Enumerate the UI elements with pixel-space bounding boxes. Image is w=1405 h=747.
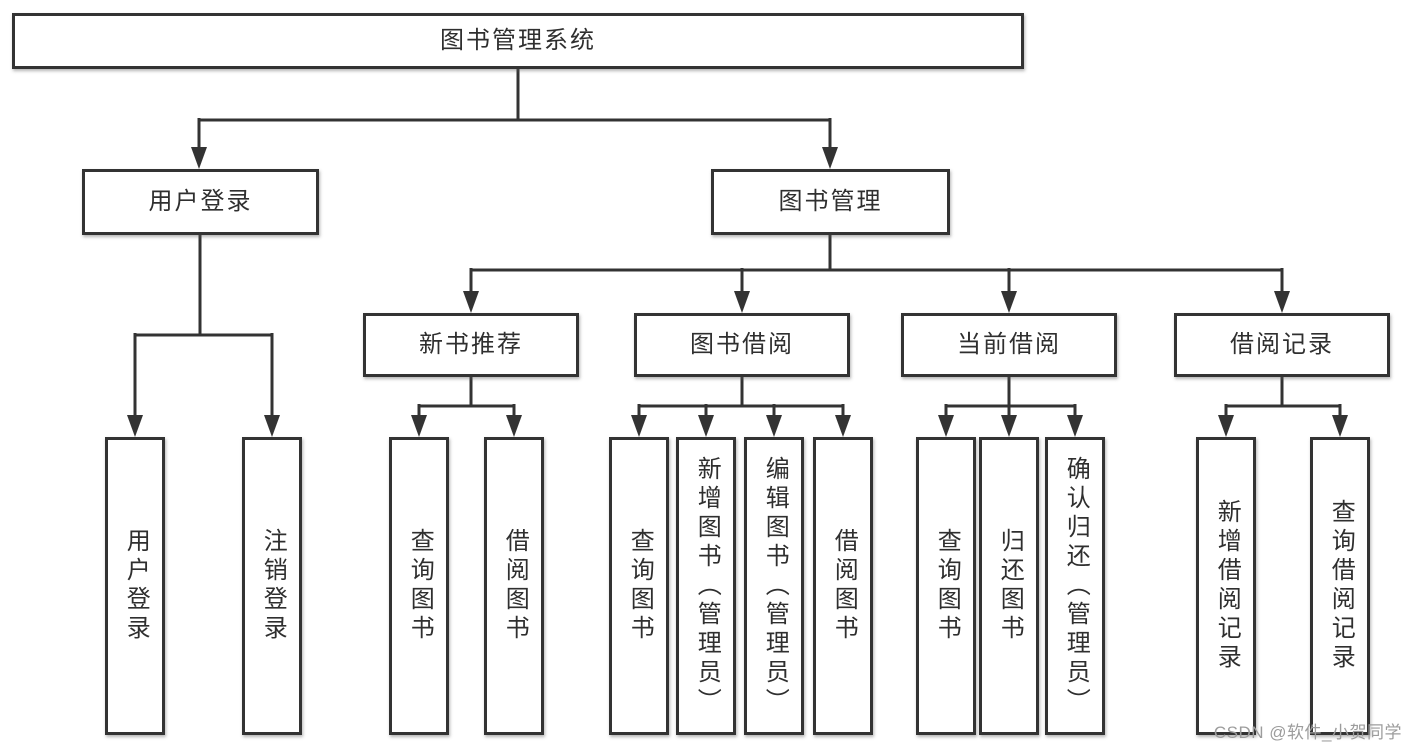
- connector-root-to-level2: [191, 69, 838, 169]
- node-current-borrow: 当前借阅: [901, 313, 1117, 377]
- node-book-borrow: 图书借阅: [634, 313, 850, 377]
- leaf-confirm-return-admin: 确认归还（管理员）: [1045, 437, 1105, 735]
- leaf-borrow-books-1-label: 借阅图书: [501, 528, 529, 644]
- leaf-query-books-1: 查询图书: [389, 437, 449, 735]
- connector-current-borrow-children: [938, 377, 1083, 437]
- leaf-logout: 注销登录: [242, 437, 302, 735]
- leaf-user-login: 用户登录: [105, 437, 165, 735]
- connector-borrow-record-children: [1218, 377, 1348, 437]
- leaf-add-borrow-record: 新增借阅记录: [1196, 437, 1256, 735]
- leaf-query-borrow-record-label: 查询借阅记录: [1327, 499, 1355, 673]
- node-current-borrow-label: 当前借阅: [957, 331, 1061, 358]
- leaf-edit-book-admin-label: 编辑图书（管理员）: [761, 455, 789, 717]
- connector-book-borrow-children: [631, 377, 851, 437]
- leaf-add-book-admin: 新增图书（管理员）: [676, 437, 736, 735]
- leaf-query-borrow-record: 查询借阅记录: [1310, 437, 1370, 735]
- csdn-watermark: CSDN @软件_小贺同学: [1213, 723, 1402, 742]
- connector-book-management-children: [463, 234, 1290, 313]
- connector-new-book-children: [411, 377, 522, 437]
- leaf-confirm-return-admin-label: 确认归还（管理员）: [1062, 455, 1090, 717]
- leaf-query-books-1-label: 查询图书: [406, 528, 434, 644]
- node-user-login: 用户登录: [82, 169, 319, 235]
- connector-user-login-children: [127, 234, 280, 437]
- node-borrow-records-label: 借阅记录: [1230, 331, 1334, 358]
- leaf-add-borrow-record-label: 新增借阅记录: [1213, 499, 1241, 673]
- leaf-return-book: 归还图书: [979, 437, 1039, 735]
- leaf-add-book-admin-label: 新增图书（管理员）: [693, 455, 721, 717]
- leaf-query-books-2-label: 查询图书: [626, 528, 654, 644]
- node-new-book-recommend: 新书推荐: [363, 313, 579, 377]
- node-root: 图书管理系统: [12, 13, 1024, 69]
- node-book-borrow-label: 图书借阅: [690, 331, 794, 358]
- node-user-login-label: 用户登录: [148, 188, 253, 215]
- leaf-borrow-books-1: 借阅图书: [484, 437, 544, 735]
- node-book-management-label: 图书管理: [778, 188, 883, 215]
- leaf-query-books-2: 查询图书: [609, 437, 669, 735]
- node-root-label: 图书管理系统: [440, 27, 596, 54]
- leaf-borrow-books-2-label: 借阅图书: [830, 528, 858, 644]
- leaf-query-books-3-label: 查询图书: [933, 528, 961, 644]
- leaf-user-login-label: 用户登录: [122, 528, 150, 644]
- leaf-borrow-books-2: 借阅图书: [813, 437, 873, 735]
- leaf-logout-label: 注销登录: [259, 528, 287, 644]
- node-book-management: 图书管理: [711, 169, 950, 235]
- leaf-return-book-label: 归还图书: [996, 528, 1024, 644]
- node-borrow-records: 借阅记录: [1174, 313, 1390, 377]
- leaf-query-books-3: 查询图书: [916, 437, 976, 735]
- leaf-edit-book-admin: 编辑图书（管理员）: [744, 437, 804, 735]
- node-new-book-recommend-label: 新书推荐: [419, 331, 523, 358]
